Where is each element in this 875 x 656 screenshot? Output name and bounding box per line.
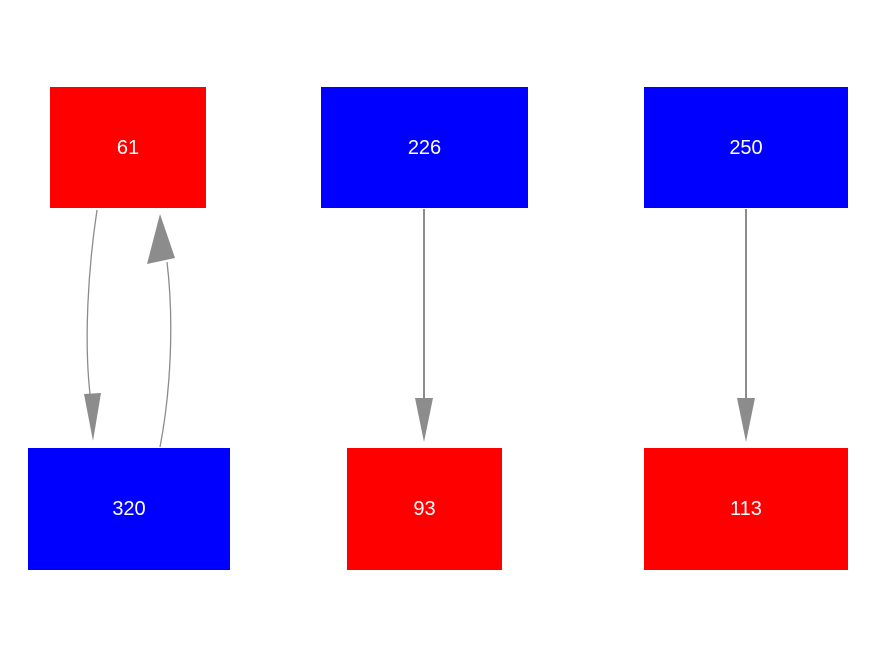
node-label: 250: [729, 136, 763, 159]
edge-250-113-arrowhead: [737, 398, 755, 442]
node-label: 320: [112, 498, 146, 520]
edge-61-320: [84, 209, 101, 441]
graph-node-113: 113: [644, 448, 848, 570]
edge-61-320-line: [86, 209, 98, 395]
edge-250-113: [737, 209, 755, 442]
edge-320-61-line: [159, 261, 172, 448]
node-label: 113: [730, 498, 762, 520]
graph-node-320: 320: [28, 448, 230, 570]
edge-226-93-arrowhead: [415, 398, 433, 442]
graph-node-226: 226: [321, 87, 528, 208]
node-label: 93: [413, 498, 436, 520]
node-label: 226: [407, 136, 442, 159]
graph-node-250: 250: [644, 87, 848, 208]
edge-61-320-arrowhead: [84, 393, 101, 441]
edge-320-61-arrowhead: [147, 214, 175, 264]
node-label: 61: [116, 136, 140, 159]
edge-320-61: [147, 214, 175, 448]
graph-node-93: 93: [347, 448, 502, 570]
edge-226-93: [415, 209, 433, 442]
graph-node-61: 61: [50, 87, 206, 208]
